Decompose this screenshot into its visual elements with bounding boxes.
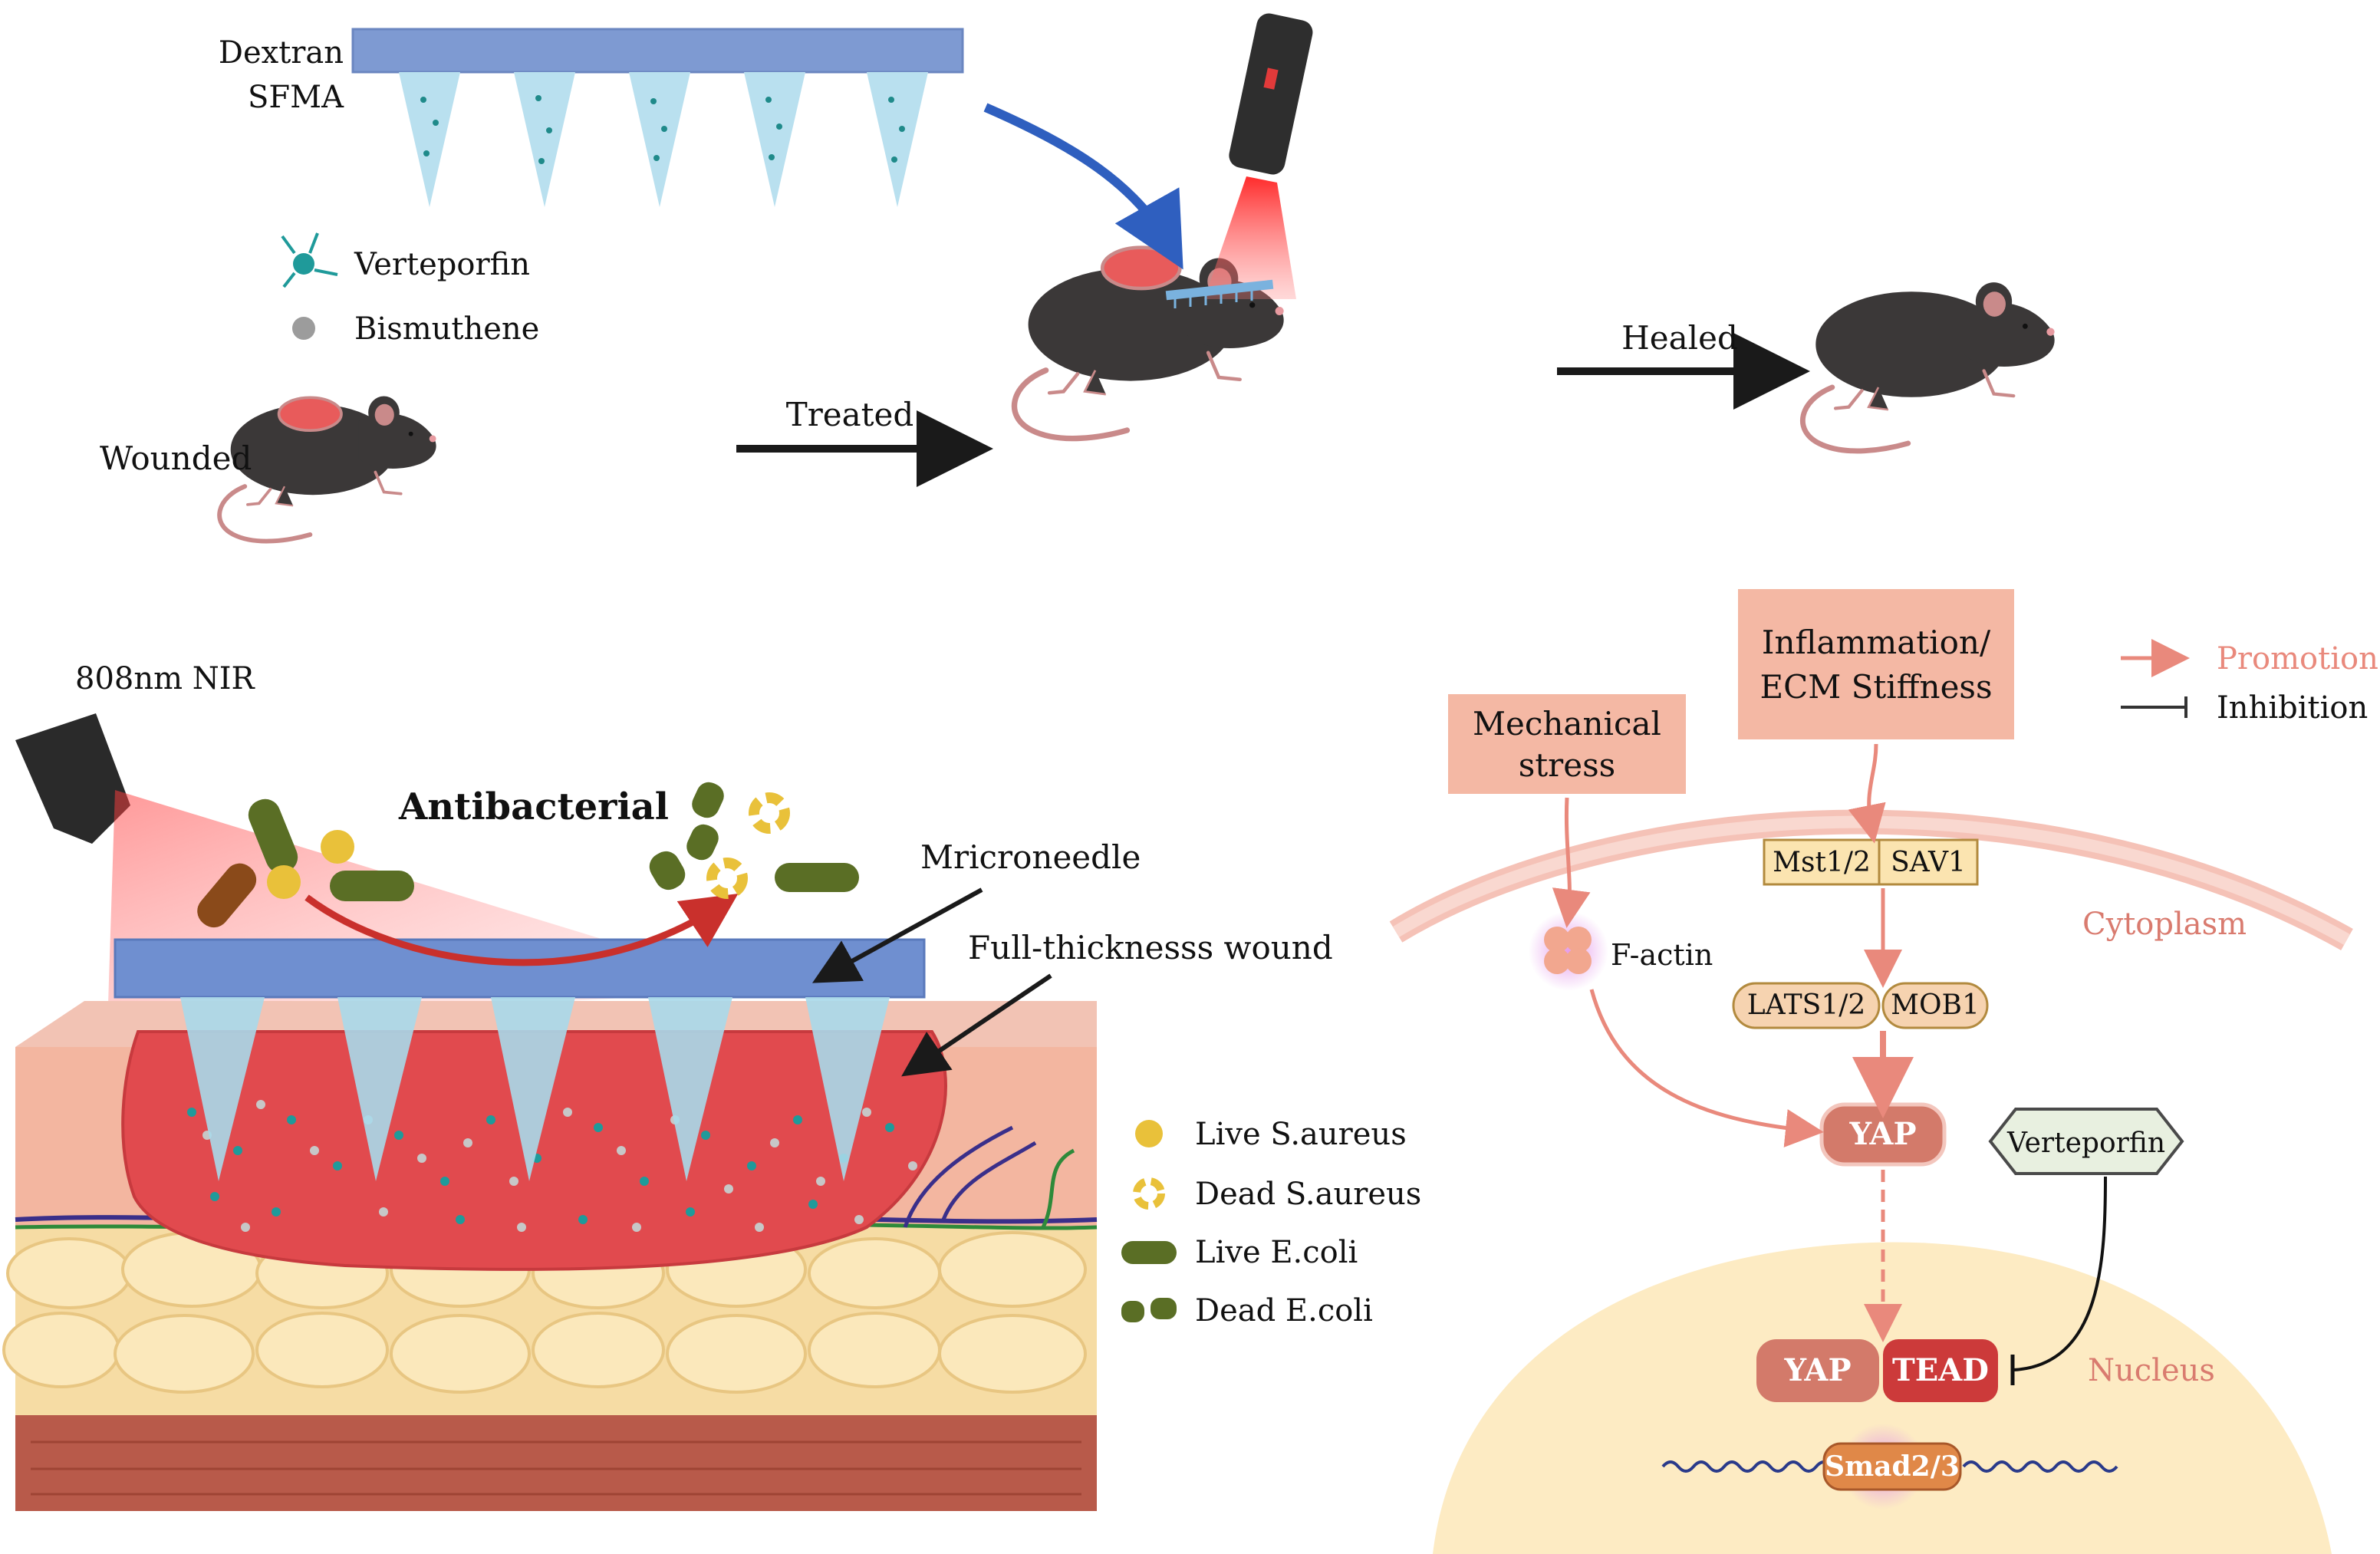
mouse-wounded — [219, 396, 436, 541]
verteporfin-legend-label: Verteporfin — [354, 247, 530, 282]
verteporfin-inhibition-line — [2010, 1176, 2107, 1385]
mouse-healed — [1802, 282, 2054, 451]
microneedle-pointer — [811, 887, 983, 983]
tead-box — [1883, 1339, 1998, 1402]
stage-treated-label: Treated — [786, 396, 914, 433]
sav-box — [1878, 838, 1979, 886]
inhibition-legend-symbol — [2121, 696, 2187, 718]
tead-label: TEAD — [1892, 1352, 1989, 1388]
apply-patch-arrow — [983, 103, 1183, 270]
mechanical-stress-box — [1448, 694, 1686, 794]
live-ecoli-icon — [1121, 1241, 1177, 1264]
stage-wounded-label: Wounded — [100, 440, 252, 477]
cell-membrane — [1389, 809, 2353, 950]
verteporfin-hexagon-label: Verteporfin — [2006, 1128, 2165, 1159]
mechanical-line2: stress — [1519, 746, 1615, 784]
nir-label: 808nm NIR — [75, 661, 256, 696]
mob-box — [1881, 982, 1989, 1029]
sfma-label: SFMA — [248, 80, 344, 115]
antibacterial-label: Antibacterial — [398, 785, 669, 828]
lats-label: LATS1/2 — [1747, 989, 1866, 1021]
dead-saureus-label: Dead S.aureus — [1195, 1177, 1421, 1212]
dead-ecoli-label: Dead E.coli — [1195, 1293, 1373, 1328]
factin-label: F-actin — [1611, 938, 1713, 972]
smad-box — [1822, 1442, 1962, 1491]
inflammation-line1: Inflammation/ — [1762, 624, 1991, 661]
wound-drug-particles — [187, 1100, 917, 1232]
verteporfin-hexagon — [1988, 1108, 2184, 1175]
factin-glow — [1529, 911, 1608, 991]
dead-ecoli-icon — [1121, 1298, 1177, 1322]
smad-label: Smad2/3 — [1825, 1450, 1960, 1483]
inflammation-to-mst-arrow — [1848, 743, 1886, 844]
wound-label: Full-thicknesss wound — [968, 929, 1333, 966]
nucleus-region — [1433, 1242, 2332, 1554]
microneedle-patch-top — [351, 28, 964, 207]
factin-icon — [1544, 927, 1592, 974]
verteporfin-icon — [281, 232, 338, 288]
yap-cytoplasm-label: YAP — [1848, 1116, 1916, 1152]
live-saureus-label: Live S.aureus — [1195, 1117, 1407, 1152]
live-ecoli-label: Live E.coli — [1195, 1235, 1358, 1270]
mechanical-line1: Mechanical — [1473, 705, 1661, 742]
dead-bacteria-group — [649, 782, 859, 899]
yap-nucleus-label: YAP — [1783, 1352, 1851, 1388]
wound-pointer — [901, 973, 1052, 1077]
mob-label: MOB1 — [1891, 989, 1980, 1021]
mst-label: Mst1/2 — [1773, 847, 1871, 878]
inhibition-legend-label: Inhibition — [2217, 690, 2368, 726]
yap-nucleus — [1756, 1339, 1879, 1402]
dead-saureus-icon — [1133, 1177, 1165, 1210]
bismuthene-legend-label: Bismuthene — [354, 311, 539, 347]
lats-box — [1732, 982, 1881, 1029]
promotion-legend-label: Promotion — [2217, 641, 2378, 677]
antibacterial-arrow — [304, 894, 739, 966]
cytoplasm-label: Cytoplasm — [2082, 907, 2247, 942]
live-saureus-icon — [1135, 1120, 1163, 1147]
microneedle-patch-on-mouse — [1165, 279, 1274, 308]
sav-label: SAV1 — [1891, 847, 1966, 878]
inflammation-line2: ECM Stiffness — [1759, 668, 1992, 706]
dna-strand — [1661, 1460, 2118, 1473]
dextran-label: Dextran — [219, 35, 344, 71]
live-bacteria-group — [197, 798, 414, 928]
mst-box — [1763, 838, 1881, 886]
stage-healed-label: Healed — [1621, 319, 1738, 357]
microneedle-patch-wound — [114, 938, 926, 1181]
bismuthene-icon — [292, 317, 315, 340]
laser-pointer-icon — [1204, 13, 1313, 299]
factin-to-yap-arrow — [1589, 989, 1824, 1147]
nucleus-label: Nucleus — [2088, 1353, 2215, 1388]
inflammation-box — [1738, 589, 2014, 739]
microneedle-label: Mricroneedle — [920, 838, 1141, 876]
mechanical-to-factin-arrow — [1552, 797, 1591, 928]
